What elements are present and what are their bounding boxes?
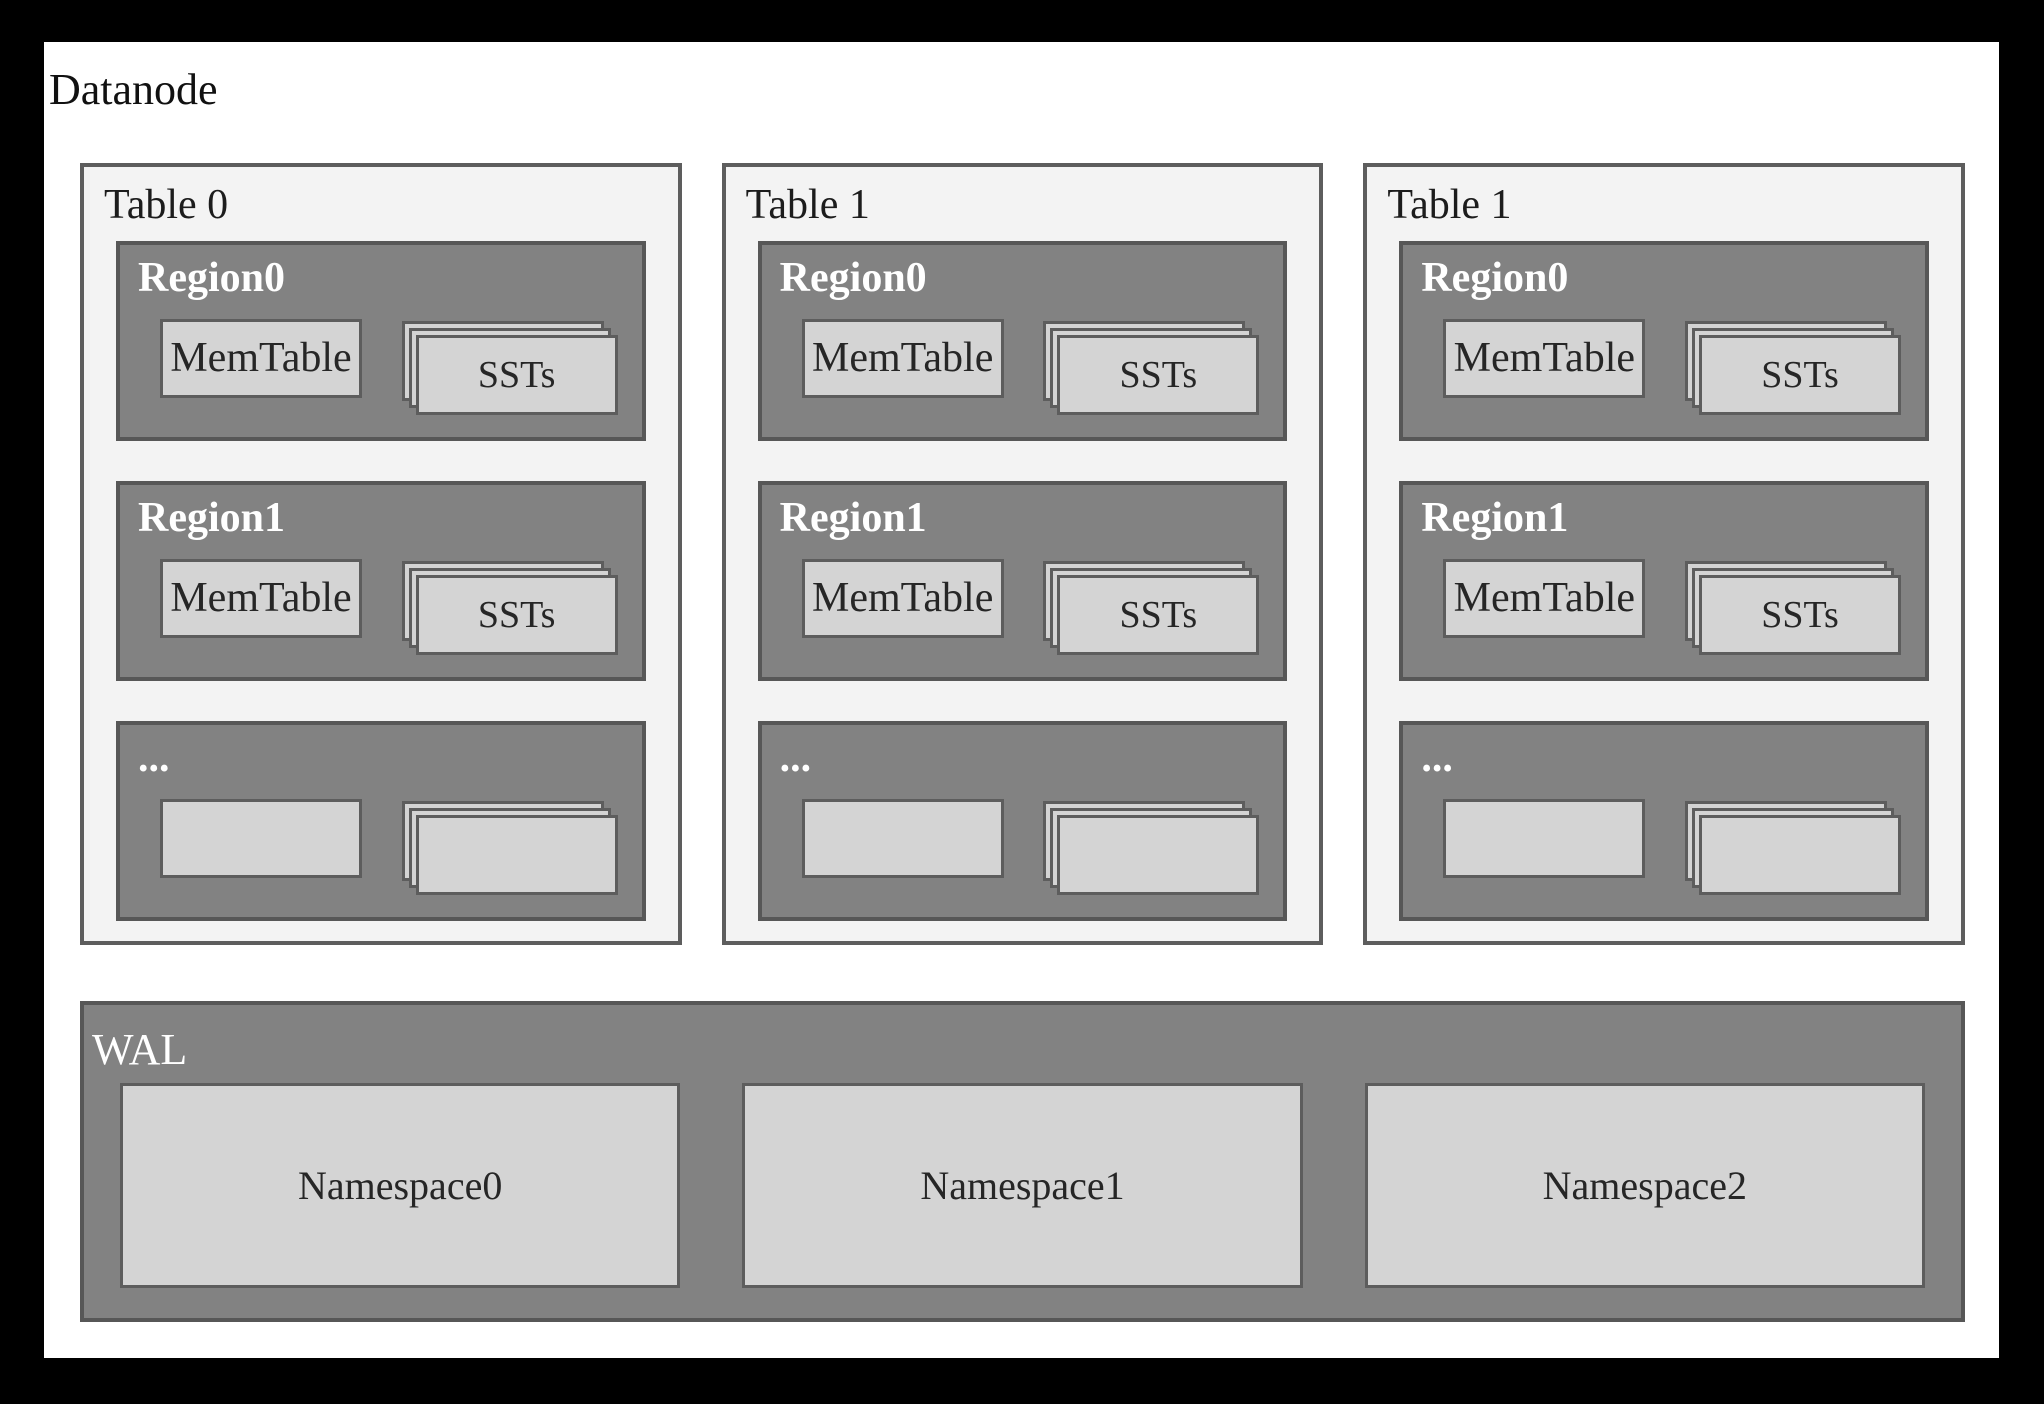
memtable-box: MemTable: [1443, 558, 1646, 638]
table-panel-0: Table 0 Region0 MemTable SSTs: [80, 162, 682, 945]
memtable-box-unlabeled: [1443, 798, 1646, 878]
region-content: [1421, 795, 1902, 895]
memtable-box: MemTable: [1443, 318, 1646, 398]
ssts-sheet-front: SSTs: [415, 334, 618, 415]
ssts-stack: SSTs: [401, 560, 618, 655]
region-label: ...: [1421, 734, 1453, 781]
region-content: MemTable SSTs: [1421, 315, 1902, 415]
memtable-box: MemTable: [160, 558, 362, 638]
region-label: Region0: [1421, 254, 1569, 301]
region-box: Region0 MemTable SSTs: [116, 240, 646, 441]
tables-row: Table 0 Region0 MemTable SSTs: [80, 162, 1966, 945]
ssts-stack: SSTs: [1685, 560, 1902, 655]
region-label: ...: [779, 734, 812, 781]
region-content: MemTable SSTs: [780, 315, 1260, 415]
wal-namespaces-row: Namespace0 Namespace1 Namespace2: [120, 1082, 1925, 1288]
memtable-box-unlabeled: [160, 798, 362, 878]
ssts-stack-unlabeled: [1043, 800, 1260, 895]
wal-box: WAL Namespace0 Namespace1 Namespace2: [80, 1000, 1965, 1322]
region-box: Region1 MemTable SSTs: [1399, 480, 1930, 681]
ssts-stack: SSTs: [1685, 320, 1902, 415]
ssts-sheet-front: SSTs: [1057, 574, 1260, 655]
regions-column: Region0 MemTable SSTs Region1: [116, 240, 646, 921]
memtable-box: MemTable: [801, 318, 1004, 398]
memtable-box: MemTable: [801, 558, 1004, 638]
region-box: Region1 MemTable SSTs: [116, 480, 646, 681]
region-box: Region0 MemTable SSTs: [757, 240, 1288, 441]
namespace-box-0: Namespace0: [120, 1082, 681, 1288]
namespace-box-1: Namespace1: [742, 1082, 1303, 1288]
ssts-stack-unlabeled: [1685, 800, 1902, 895]
table-panel-1: Table 1 Region0 MemTable SSTs: [721, 162, 1324, 945]
datanode-label: Datanode: [49, 65, 218, 114]
region-box-ellipsis: ...: [116, 720, 646, 921]
memtable-box-unlabeled: [801, 798, 1004, 878]
region-box: Region1 MemTable SSTs: [757, 480, 1288, 681]
ssts-sheet-front: [415, 814, 618, 895]
ssts-stack: SSTs: [1043, 320, 1260, 415]
ssts-sheet-front: SSTs: [1699, 574, 1902, 655]
ssts-sheet-front: [1057, 814, 1260, 895]
table-title: Table 1: [745, 181, 870, 228]
region-label: ...: [138, 734, 170, 781]
region-content: [138, 795, 618, 895]
region-label: Region0: [138, 254, 285, 301]
ssts-sheet-front: [1699, 814, 1902, 895]
namespace-box-2: Namespace2: [1364, 1082, 1925, 1288]
ssts-sheet-front: SSTs: [1057, 334, 1260, 415]
table-title: Table 1: [1387, 181, 1512, 228]
region-content: [780, 795, 1260, 895]
ssts-stack-unlabeled: [401, 800, 618, 895]
wal-label: WAL: [92, 1024, 188, 1074]
ssts-stack: SSTs: [1043, 560, 1260, 655]
regions-column: Region0 MemTable SSTs Region1: [1399, 240, 1930, 921]
memtable-box: MemTable: [160, 318, 362, 398]
region-content: MemTable SSTs: [138, 555, 618, 655]
region-content: MemTable SSTs: [138, 315, 618, 415]
region-label: Region1: [1421, 494, 1569, 541]
region-label: Region0: [779, 254, 927, 301]
ssts-sheet-front: SSTs: [1699, 334, 1902, 415]
ssts-sheet-front: SSTs: [415, 574, 618, 655]
datanode-container: Datanode Table 0 Region0 MemTable SSTs: [44, 42, 1999, 1358]
region-box: Region0 MemTable SSTs: [1399, 240, 1930, 441]
region-box-ellipsis: ...: [1399, 720, 1930, 921]
region-label: Region1: [138, 494, 285, 541]
region-box-ellipsis: ...: [757, 720, 1288, 921]
region-label: Region1: [779, 494, 927, 541]
region-content: MemTable SSTs: [1421, 555, 1902, 655]
ssts-stack: SSTs: [401, 320, 618, 415]
table-panel-2: Table 1 Region0 MemTable SSTs: [1363, 162, 1966, 945]
table-title: Table 0: [104, 181, 229, 228]
regions-column: Region0 MemTable SSTs Region1: [757, 240, 1288, 921]
region-content: MemTable SSTs: [780, 555, 1260, 655]
